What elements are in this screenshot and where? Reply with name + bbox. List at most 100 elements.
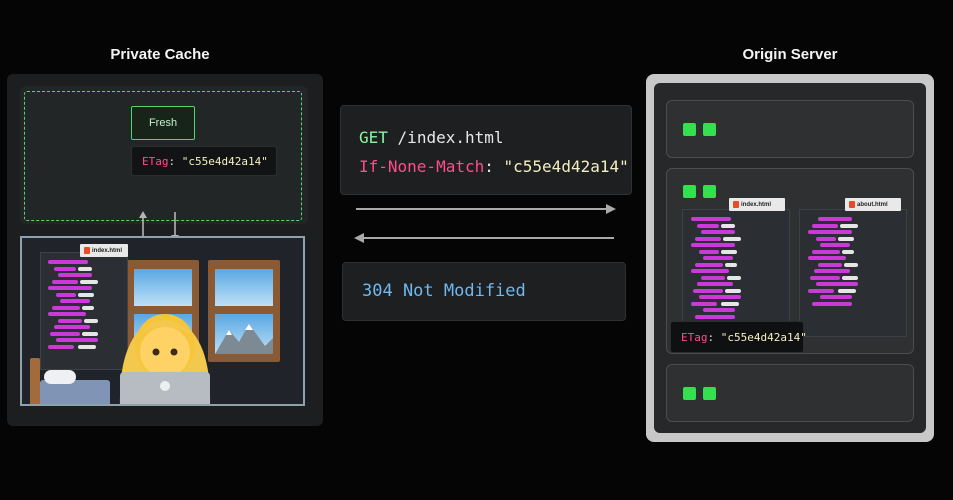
code-line-segment [703,256,733,260]
code-line-segment [691,269,729,273]
code-line-segment [818,217,852,221]
html5-icon [849,201,855,208]
code-line-segment [842,275,858,280]
code-line-segment [812,301,852,306]
code-line-segment [820,243,850,247]
code-line-segment [721,301,739,306]
mountain-icon [215,324,273,354]
code-line-segment [808,288,834,293]
code-line-segment [695,262,723,267]
response-status: 304 Not Modified [362,281,526,301]
status-led [683,123,696,136]
code-line-segment [818,262,842,267]
html5-icon [733,201,739,208]
origin-etag-value: "c55e4d42a14" [720,330,807,344]
code-line-segment [723,236,741,241]
origin-etag-key: ETag [681,330,708,344]
cached-file-tab: index.html [80,244,128,257]
code-line-segment [838,236,854,241]
code-line-segment [697,223,719,228]
code-line-segment [816,282,858,286]
code-line-segment [52,305,80,310]
request-path: /index.html [397,128,504,147]
if-none-match-value: "c55e4d42a14" [503,157,629,176]
code-line-segment [812,249,840,254]
code-line-segment [842,249,854,254]
code-line-segment [50,331,80,336]
code-line-segment [844,262,858,267]
html5-icon [84,247,90,254]
if-none-match-header: If-None-Match [359,157,485,176]
code-line-segment [701,275,725,280]
code-line-segment [808,256,846,260]
code-line-segment [725,288,741,293]
status-led [683,185,696,198]
code-line-segment [808,230,852,234]
status-led [683,387,696,400]
request-arrow-right [356,204,616,214]
cache-storage-dashed-border [24,91,302,221]
server-rack-1 [666,100,914,158]
code-line-segment [82,305,94,310]
code-line-segment [703,308,735,312]
code-line-segment [48,344,74,349]
request-line: GET /index.html [359,128,504,147]
code-line-segment [58,318,82,323]
origin-file-tab-about: about.html [845,198,901,211]
code-line-segment [810,275,840,280]
status-led [703,185,716,198]
code-line-segment [699,295,741,299]
code-line-segment [699,249,719,254]
code-line-segment [814,269,850,273]
code-line-segment [695,314,735,319]
person-with-laptop-icon [120,314,210,404]
code-line-segment [78,266,92,271]
code-line-segment [56,338,98,342]
code-line-segment [691,217,731,221]
code-line-segment [56,292,76,297]
origin-etag-box: ETag: "c55e4d42a14" [670,321,807,353]
code-line-segment [78,292,94,297]
origin-code-document-about [799,209,907,337]
code-line-segment [48,260,88,264]
status-led [703,387,716,400]
code-line-segment [838,288,856,293]
origin-file-tab-index: index.html [729,198,785,211]
request-method: GET [359,128,388,147]
code-line-segment [727,275,741,280]
status-led [703,123,716,136]
cache-etag-box: ETag: "c55e4d42a14" [131,146,277,176]
origin-server-title: Origin Server [742,46,838,63]
fresh-status-badge: Fresh [131,106,195,140]
window-right [208,260,280,362]
code-line-segment [80,279,98,284]
http-response-box: 304 Not Modified [342,262,626,321]
code-line-segment [695,236,721,241]
code-line-segment [721,223,735,228]
code-line-segment [78,344,96,349]
code-line-segment [816,236,836,241]
code-line-segment [840,223,858,228]
code-line-segment [697,282,733,286]
code-line-segment [52,279,78,284]
code-line-segment [84,318,98,323]
code-line-segment [721,249,737,254]
code-line-segment [48,312,86,316]
etag-key: ETag [142,154,169,168]
code-line-segment [725,262,737,267]
request-header-line: If-None-Match: "c55e4d42a14" [359,157,629,176]
server-rack-3 [666,364,914,422]
code-line-segment [82,331,98,336]
code-line-segment [693,288,723,293]
response-arrow-left [354,233,614,243]
code-line-segment [48,286,92,290]
code-line-segment [60,299,90,303]
code-line-segment [54,325,90,329]
origin-server-body [654,83,926,433]
code-line-segment [54,266,76,271]
private-cache-title: Private Cache [110,46,210,63]
code-line-segment [701,230,735,234]
code-line-segment [691,301,717,306]
code-line-segment [691,243,735,247]
code-line-segment [812,223,838,228]
